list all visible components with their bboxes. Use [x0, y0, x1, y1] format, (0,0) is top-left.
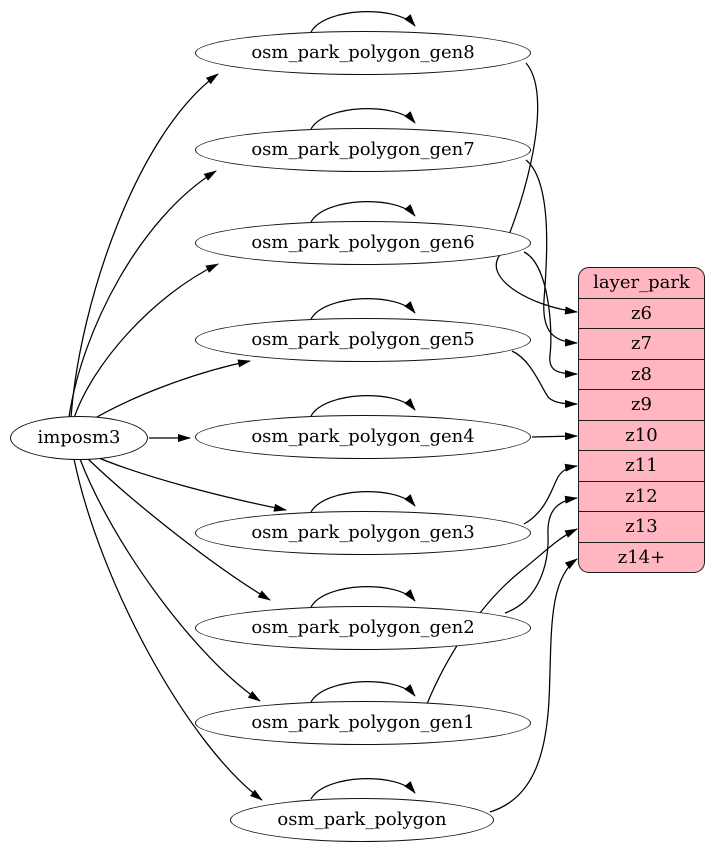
layer-row-z14plus: z14+: [617, 546, 666, 568]
layer-row-z11: z11: [579, 451, 704, 482]
node-osm-park-polygon-gen7: osm_park_polygon_gen7: [195, 128, 531, 172]
node-label: osm_park_polygon_gen8: [251, 42, 475, 63]
node-imposm3-label: imposm3: [37, 427, 121, 448]
self-loop-gen4: [310, 395, 416, 417]
edge-gen6-to-z8: [523, 251, 578, 378]
edge-gen8-to-z6: [495, 62, 578, 315]
node-osm-park-polygon-gen6: osm_park_polygon_gen6: [195, 221, 531, 265]
layer-row-z7: z7: [579, 329, 704, 360]
edge-gen2-to-z12: [504, 495, 578, 614]
edge-imposm3-to-gen8: [70, 73, 219, 418]
node-label: osm_park_polygon_gen7: [251, 139, 475, 160]
node-label: osm_park_polygon_gen4: [251, 426, 475, 447]
node-label: osm_park_polygon_gen2: [251, 617, 475, 638]
self-loop-gen2: [310, 586, 416, 608]
node-osm-park-polygon-gen5: osm_park_polygon_gen5: [195, 318, 531, 362]
edge-gen5-to-z9: [511, 350, 578, 408]
layer-row-z6: z6: [579, 299, 704, 329]
edge-imposm3-to-gen3: [93, 455, 287, 512]
self-loop-gen8: [310, 11, 416, 33]
layer-park-header: layer_park: [579, 268, 704, 299]
edge-imposm3-to-gen5: [89, 359, 251, 422]
self-loop-polygon: [310, 778, 416, 800]
edge-imposm3-to-gen1: [79, 458, 261, 702]
node-osm-park-polygon: osm_park_polygon: [230, 798, 494, 842]
edge-imposm3-to-gen7: [68, 170, 217, 418]
self-loop-gen3: [310, 491, 416, 513]
node-osm-park-polygon-gen1: osm_park_polygon_gen1: [195, 701, 531, 745]
layer-row-z10: z10: [579, 421, 704, 451]
layer-park-table: layer_park z6 z7 z8 z9 z10 z11 z12 z13 z…: [578, 267, 705, 573]
node-label: osm_park_polygon_gen5: [251, 329, 475, 350]
node-osm-park-polygon-gen8: osm_park_polygon_gen8: [195, 31, 531, 75]
node-osm-park-polygon-gen2: osm_park_polygon_gen2: [195, 606, 531, 650]
edge-gen1-to-z13: [426, 528, 578, 705]
layer-row-z12: z12: [579, 482, 704, 512]
layer-row-z8: z8: [579, 360, 704, 390]
node-label: osm_park_polygon: [277, 809, 447, 830]
edge-imposm3-to-gen2: [86, 457, 271, 601]
edge-polygon-to-z14: [489, 558, 578, 813]
node-imposm3: imposm3: [10, 416, 148, 460]
node-osm-park-polygon-gen3: osm_park_polygon_gen3: [195, 511, 531, 555]
edge-imposm3-to-polygon: [73, 458, 263, 801]
node-osm-park-polygon-gen4: osm_park_polygon_gen4: [195, 415, 531, 459]
self-loop-gen6: [310, 201, 416, 223]
layer-row-z13: z13: [579, 512, 704, 543]
self-loop-gen5: [310, 298, 416, 320]
self-loop-gen1: [310, 681, 416, 703]
edge-gen4-to-z10: [531, 432, 578, 441]
self-loop-gen7: [310, 108, 416, 130]
node-label: osm_park_polygon_gen3: [251, 522, 475, 543]
edge-imposm3-to-gen6: [73, 263, 219, 419]
edge-gen7-to-z7: [525, 159, 578, 347]
edge-gen3-to-z11: [523, 463, 578, 525]
node-label: osm_park_polygon_gen1: [251, 712, 475, 733]
node-label: osm_park_polygon_gen6: [251, 232, 475, 253]
layer-row-z9: z9: [579, 390, 704, 421]
